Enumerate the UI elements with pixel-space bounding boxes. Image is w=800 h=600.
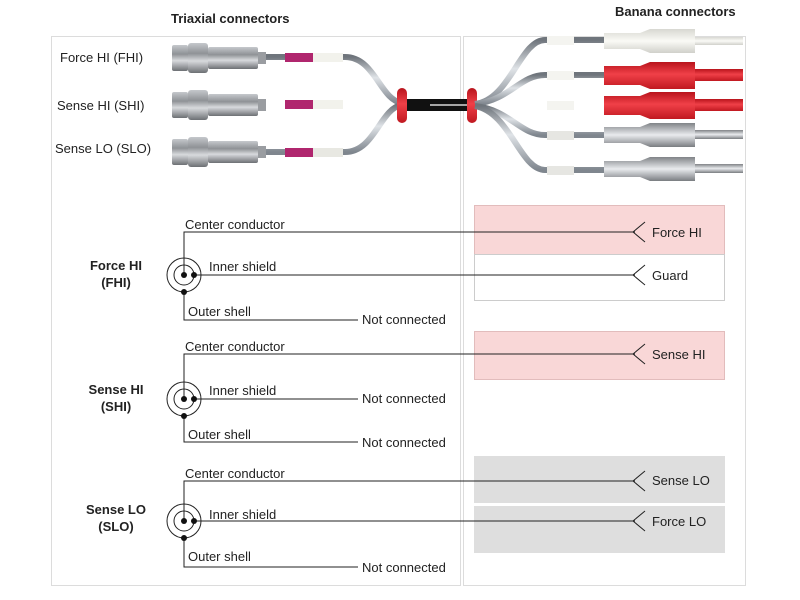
sleeve-white xyxy=(313,53,343,62)
triax-connector-shi xyxy=(172,90,343,120)
group-abbr: (FHI) xyxy=(101,275,131,290)
photo-label-fhi: Force HI (FHI) xyxy=(60,50,144,65)
group-title: Force HI xyxy=(89,258,142,273)
photo-label-shi: Sense HI (SHI) xyxy=(57,98,145,113)
triax-connector-fhi xyxy=(172,43,343,73)
label-center-conductor: Center conductor xyxy=(185,466,285,481)
label-not-connected: Not connected xyxy=(362,435,446,450)
target-guard: Guard xyxy=(652,268,689,283)
triax-connector-slo xyxy=(172,137,343,167)
label-outer-shell: Outer shell xyxy=(188,549,251,564)
split-ring-right xyxy=(467,88,477,123)
group-name-shi: Sense HI (SHI) xyxy=(78,381,154,415)
target-force-lo: Force LO xyxy=(652,514,707,529)
banana-header: Banana connectors xyxy=(615,4,736,19)
banana-plug-white xyxy=(604,29,743,53)
target-sense-hi: Sense HI xyxy=(652,347,706,362)
banana-plug-red-1 xyxy=(604,62,743,89)
group-title: Sense HI xyxy=(88,382,144,397)
cable-illustration xyxy=(172,29,743,181)
banana-cables xyxy=(474,37,604,173)
label-not-connected: Not connected xyxy=(362,312,446,327)
label-outer-shell: Outer shell xyxy=(188,304,251,319)
group-title: Sense LO xyxy=(86,502,146,517)
photo-label-slo: Sense LO (SLO) xyxy=(55,141,152,156)
group-name-slo: Sense LO (SLO) xyxy=(78,501,154,535)
label-center-conductor: Center conductor xyxy=(185,339,285,354)
group-abbr: (SHI) xyxy=(100,399,132,414)
sleeve-magenta xyxy=(285,53,313,62)
banana-sleeves xyxy=(547,36,574,175)
group-abbr: (SLO) xyxy=(98,519,134,534)
banana-plug-grey-1 xyxy=(604,123,743,147)
triaxial-panel xyxy=(51,36,461,586)
banana-plug-grey-2 xyxy=(604,157,743,181)
target-force-hi: Force HI xyxy=(652,225,702,240)
label-inner-shield: Inner shield xyxy=(209,507,277,522)
label-outer-shell: Outer shell xyxy=(188,427,251,442)
label-inner-shield: Inner shield xyxy=(209,259,277,274)
target-sense-lo: Sense LO xyxy=(652,473,710,488)
split-ring-left xyxy=(397,88,407,123)
label-not-connected: Not connected xyxy=(362,391,446,406)
label-center-conductor: Center conductor xyxy=(185,217,285,232)
cable-fhi xyxy=(260,54,403,106)
label-not-connected: Not connected xyxy=(362,560,446,575)
banana-plug-red-2 xyxy=(604,92,743,119)
triaxial-header: Triaxial connectors xyxy=(171,11,290,26)
cable-slo xyxy=(260,102,403,155)
label-inner-shield: Inner shield xyxy=(209,383,277,398)
group-name-fhi: Force HI (FHI) xyxy=(78,257,154,291)
